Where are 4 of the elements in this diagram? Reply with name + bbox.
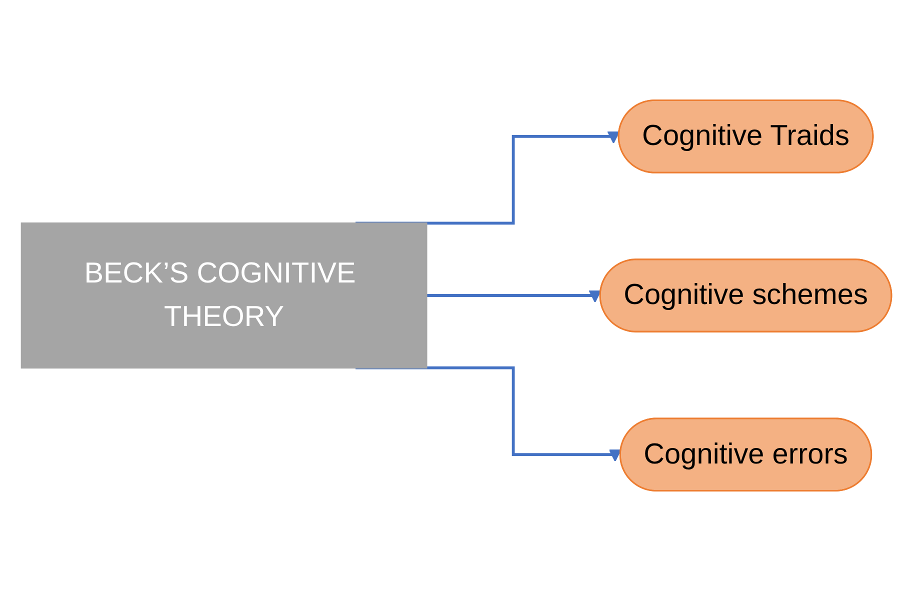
arrow — [356, 366, 622, 462]
node-box: BECK’S COGNITIVE THEORY — [20, 222, 428, 369]
arrow — [356, 130, 620, 225]
arrow — [426, 290, 602, 303]
